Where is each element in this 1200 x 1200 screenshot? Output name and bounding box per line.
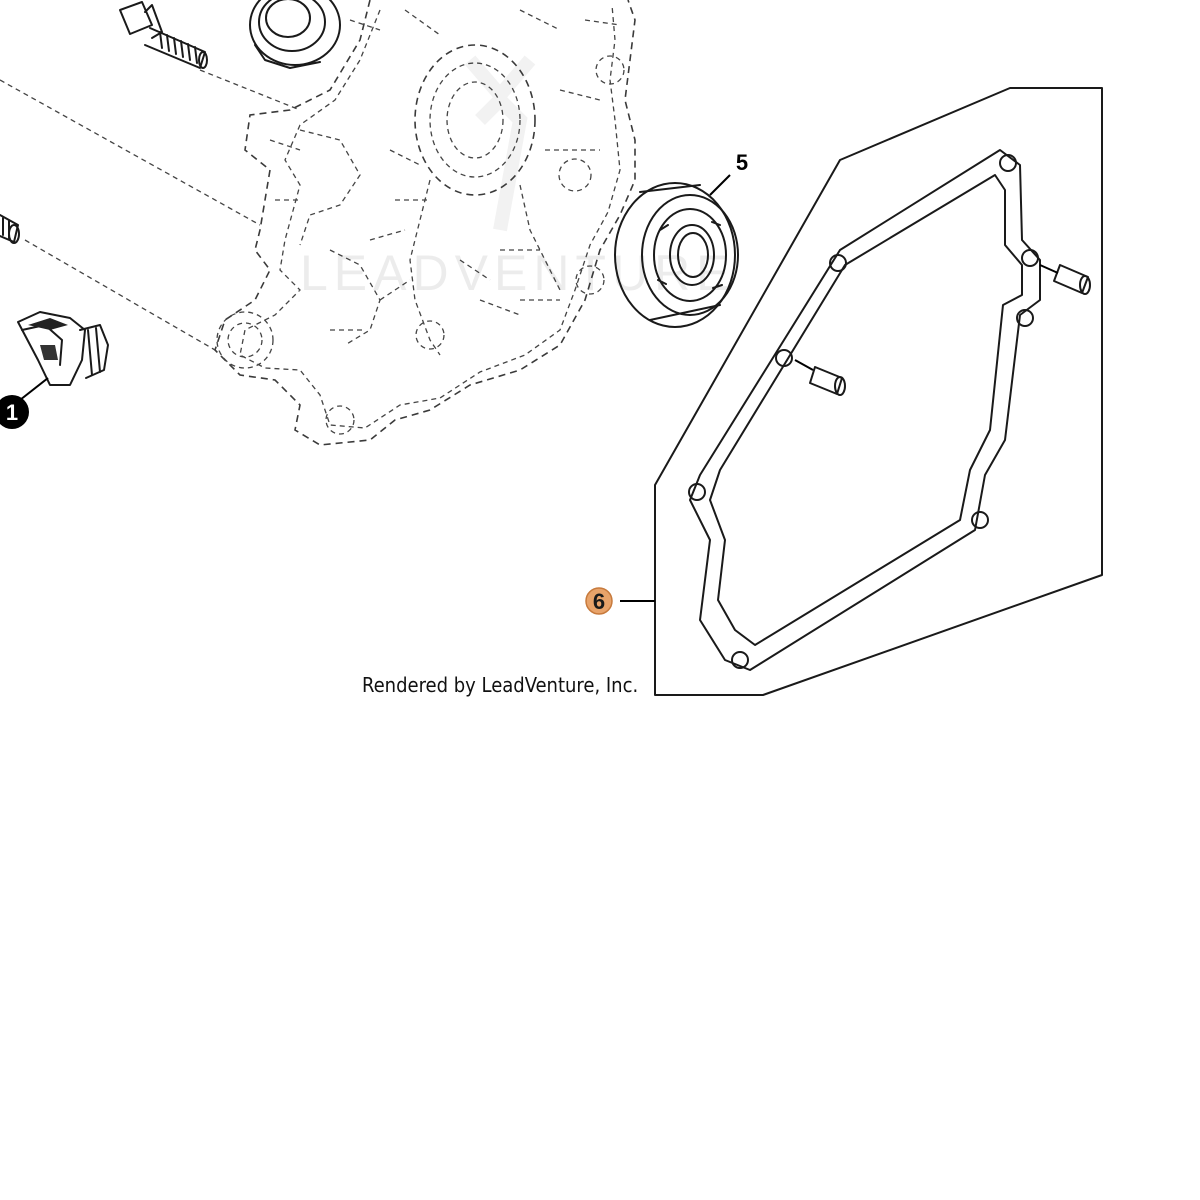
assembly-lines	[0, 69, 301, 351]
callout-6[interactable]: 6	[585, 587, 655, 615]
gasket-panel	[654, 87, 1103, 696]
flange-bolt	[119, 1, 208, 69]
callout-5[interactable]: 5	[709, 150, 748, 196]
watermark: LEADVENTURE	[300, 55, 736, 301]
render-credit: Rendered by LeadVenture, Inc.	[362, 673, 638, 697]
watermark-text: LEADVENTURE	[300, 245, 736, 301]
callout-1[interactable]: 1	[0, 377, 49, 429]
callout-5-label: 5	[736, 150, 748, 175]
dowel-pin	[794, 359, 846, 396]
oil-drain-plug	[17, 311, 109, 386]
callout-6-label: 6	[593, 589, 605, 614]
dowel-pin	[1039, 264, 1091, 295]
oil-seal	[249, 0, 341, 69]
ball-bearing	[614, 182, 739, 328]
crankcase-cover-phantom	[214, 0, 636, 446]
callout-1-label: 1	[6, 400, 18, 425]
stud	[0, 214, 20, 244]
